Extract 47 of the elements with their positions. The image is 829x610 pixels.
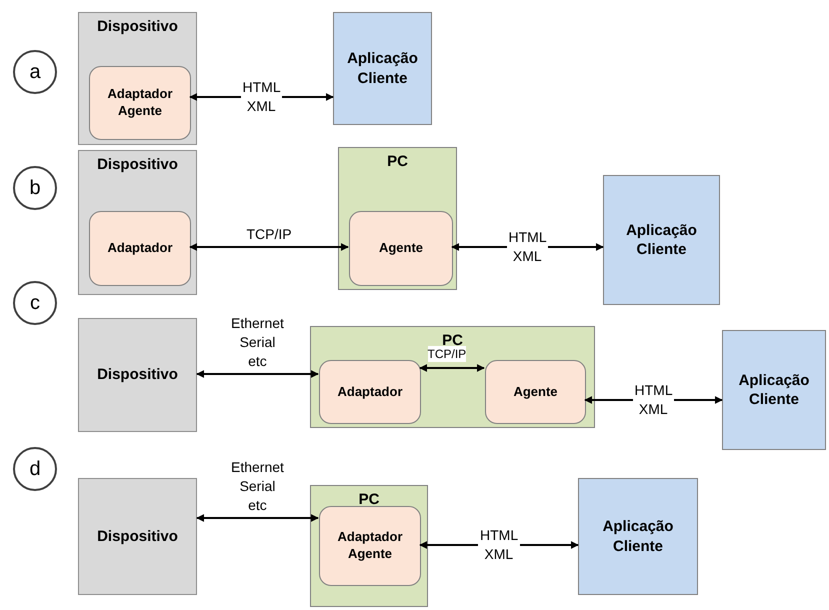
node-label: Aplicação Cliente	[738, 370, 810, 410]
node-label: Adaptador Agente	[336, 529, 404, 563]
node-label: Aplicação Cliente	[346, 49, 419, 88]
device-box	[78, 478, 197, 595]
node-label: PC	[387, 152, 408, 172]
component-box	[485, 360, 586, 424]
device-box	[78, 150, 197, 295]
node-label: Agente	[378, 240, 424, 257]
node-label: PC	[442, 331, 463, 349]
application-box	[333, 12, 432, 125]
pc-box	[310, 485, 428, 607]
component-box	[89, 66, 191, 140]
node-label: PC	[358, 490, 380, 510]
step-letter: d	[29, 457, 41, 482]
pc-box	[310, 326, 595, 428]
component-box	[89, 211, 191, 286]
component-box	[319, 506, 421, 586]
device-box	[78, 318, 197, 432]
step-circle	[13, 50, 57, 94]
step-letter: c	[30, 291, 40, 316]
application-box	[578, 478, 698, 595]
step-circle	[13, 166, 57, 210]
node-label: Agente	[513, 384, 558, 400]
device-box	[78, 12, 197, 145]
step-circle	[13, 281, 57, 325]
node-label: Adaptador Agente	[106, 86, 174, 120]
double-arrow	[189, 243, 349, 251]
node-label: Aplicação Cliente	[602, 517, 674, 556]
node-label: Adaptador	[338, 384, 402, 400]
node-label: Dispositivo	[97, 155, 178, 174]
double-arrow	[196, 370, 319, 378]
node-label: Adaptador	[108, 240, 172, 257]
step-circle	[13, 447, 57, 491]
double-arrow	[419, 364, 485, 372]
application-box	[722, 330, 826, 450]
node-label: Aplicação Cliente	[625, 220, 698, 260]
node-label: Dispositivo	[97, 526, 178, 546]
step-letter: a	[29, 60, 41, 85]
node-label: Dispositivo	[97, 17, 178, 36]
component-box	[349, 211, 453, 286]
component-box	[319, 360, 421, 424]
node-label: Dispositivo	[97, 365, 178, 385]
pc-box	[338, 147, 457, 290]
application-box	[603, 175, 720, 305]
double-arrow	[196, 514, 319, 522]
step-letter: b	[29, 176, 41, 201]
edge-label: TCP/IP	[428, 346, 466, 362]
